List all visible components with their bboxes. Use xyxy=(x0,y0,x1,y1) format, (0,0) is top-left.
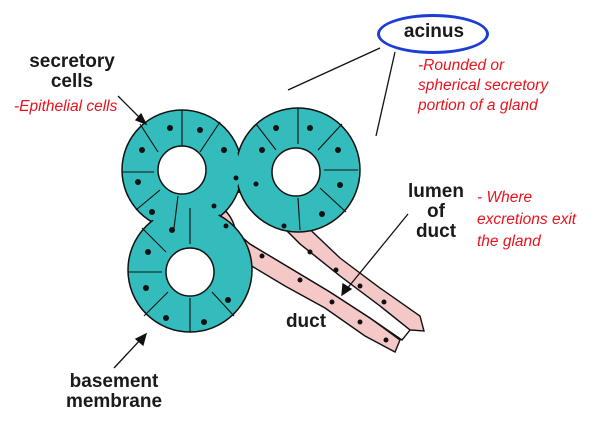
lumen-note-line2: excretions exit xyxy=(477,211,577,228)
lumen-bottom xyxy=(165,247,215,297)
duct-label: duct xyxy=(285,311,327,332)
lumen-of-duct-label: lumen of duct xyxy=(404,182,468,242)
secretory-line1: secretory xyxy=(29,51,115,72)
acinus-label: acinus xyxy=(403,21,465,42)
acinus-line-left xyxy=(287,47,381,91)
secretory-line2: cells xyxy=(50,70,94,92)
nuclei xyxy=(135,125,389,343)
cell-borders xyxy=(122,108,358,332)
lumen-top-left xyxy=(157,145,207,195)
acinus-line-right xyxy=(375,51,396,137)
secretory-arrow xyxy=(117,95,143,121)
lumen-note-line3: the gland xyxy=(477,233,541,250)
basement-line2: membrane xyxy=(65,390,163,412)
basement-line1: basement xyxy=(69,371,159,392)
secretory-note: -Epithelial cells xyxy=(14,98,118,115)
acinus-note-line3: portion of a gland xyxy=(418,97,538,114)
acinus-note-line2: spherical secretory xyxy=(418,77,549,94)
secretory-cells-label: secretory cells xyxy=(18,52,126,92)
basement-membrane-label: basement membrane xyxy=(58,372,170,412)
lumen-arrow xyxy=(345,213,409,291)
lumen-line3: duct xyxy=(415,220,457,242)
lumen-top-right xyxy=(271,147,321,197)
basement-arrow xyxy=(113,337,143,369)
lumen-line2: of xyxy=(427,200,445,222)
lumen-line1: lumen xyxy=(408,181,464,202)
acinus-highlight-oval xyxy=(377,14,489,54)
acinus-note-line1: -Rounded or xyxy=(418,57,505,74)
pointer-lines xyxy=(113,47,409,369)
lumen-note-line1: - Where xyxy=(477,189,533,206)
acinus-lumens xyxy=(157,145,321,297)
